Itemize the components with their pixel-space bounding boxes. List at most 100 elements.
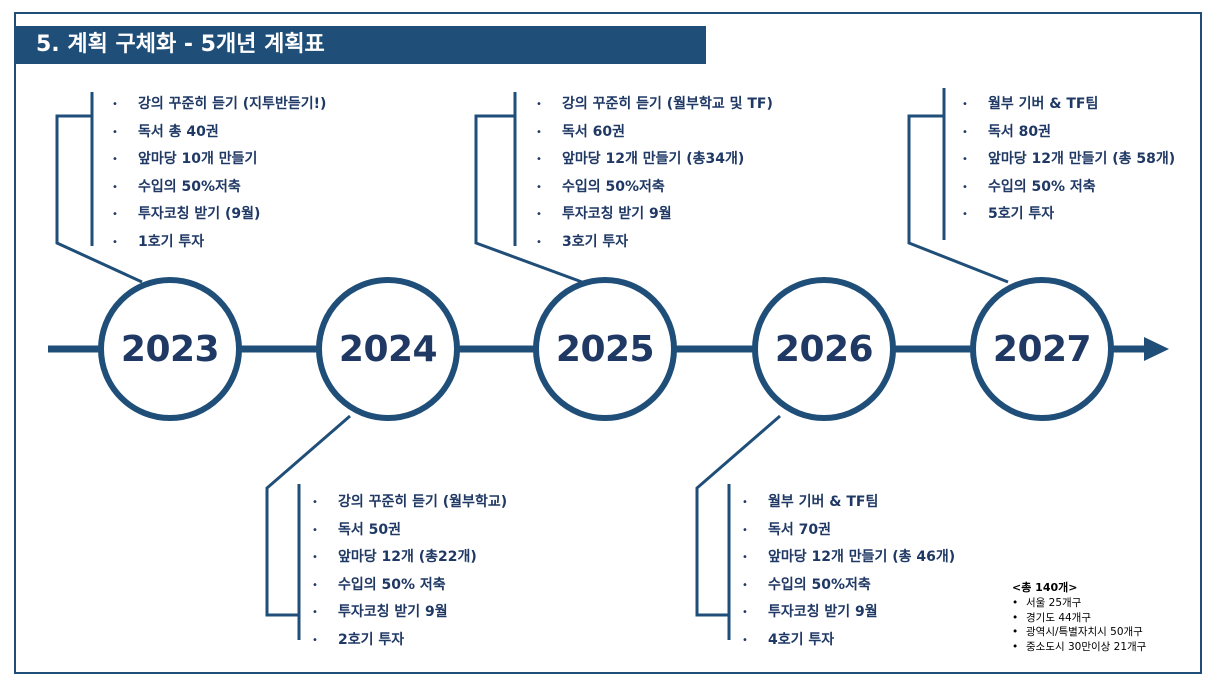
bullet-icon: •	[536, 181, 542, 193]
bullet-icon: •	[312, 579, 318, 591]
list-item: • 수입의 50%저축	[108, 174, 326, 202]
connector-2025	[474, 114, 583, 284]
timeline-arrow-head	[1144, 337, 1169, 361]
list-item-text: 수입의 50% 저축	[988, 178, 1096, 195]
list-item-text: 수입의 50% 저축	[338, 576, 446, 593]
year-label-2026: 2026	[774, 329, 874, 370]
bullet-icon: •	[536, 126, 542, 138]
year-label-2027: 2027	[992, 329, 1092, 370]
plan-list-2025: • 강의 꾸준히 듣기 (월부학교 및 TF) • 독서 60권 • 앞마당 12개 만들…	[532, 91, 773, 257]
bullet-icon: •	[742, 552, 748, 564]
list-item-text: 경기도 44개구	[1026, 611, 1091, 624]
list-item: •중소도시 30만이상 21개구	[1012, 640, 1192, 655]
bullet-icon: •	[962, 154, 968, 166]
list-item-text: 5호기 투자	[988, 206, 1055, 223]
bullet-icon: •	[312, 607, 318, 619]
list-item: • 1호기 투자	[108, 229, 326, 257]
bullet-icon: •	[742, 497, 748, 508]
list-item: •독서 50권	[308, 517, 507, 545]
bullet-icon: •	[536, 209, 542, 221]
list-item: •서울 25개구	[1012, 596, 1192, 611]
bullet-icon: •	[962, 181, 968, 193]
list-item-text: 앞마당 10개 만들기	[138, 151, 258, 168]
year-circle-2024	[316, 277, 460, 421]
list-item-text: 1호기 투자	[138, 233, 205, 250]
bullet-icon: •	[312, 634, 318, 646]
bullet-icon: •	[962, 126, 968, 138]
connector-2024	[265, 414, 351, 617]
title-bar	[16, 26, 706, 64]
plan-list-2027: •월부 기버 & TF팀•독서 80권•앞마당 12개 만들기 (총 58개)•…	[958, 91, 1175, 229]
list-item: • 수입의 50% 저축	[958, 174, 1175, 202]
list-item: • 투자코칭 받기 9월	[738, 599, 955, 627]
list-item-text: 독서 70권	[768, 521, 831, 538]
list-item-text: 월부 기버 & TF팀	[768, 494, 879, 510]
list-item: • 앞마당 12개 만들기 (총34개)	[532, 146, 773, 174]
bullet-icon: •	[112, 209, 118, 221]
bullet-icon: •	[312, 524, 318, 536]
list-item: • 투자코칭 받기 9월	[308, 599, 507, 627]
bullet-icon: •	[112, 181, 118, 193]
list-item-text: 투자코칭 받기 9월	[768, 604, 878, 621]
list-item: • 독서 총 40권	[108, 119, 326, 147]
bullet-icon: •	[962, 99, 968, 110]
connector-2026	[695, 414, 781, 617]
year-circle-2027	[970, 277, 1114, 421]
list-item: • 독서 70권	[738, 517, 955, 545]
list-item-text: 수입의 50%저축	[138, 178, 241, 195]
connector-2023	[55, 114, 143, 284]
year-label-2025: 2025	[555, 329, 655, 370]
bullet-icon: •	[112, 154, 118, 166]
list-item-text: 월부 기버 & TF팀	[988, 96, 1099, 112]
list-item-text: 독서 총 40권	[138, 123, 219, 140]
list-item-text: 독서 80권	[988, 123, 1051, 140]
list-item-text: 앞마당 12개 만들기 (총 58개)	[988, 151, 1176, 168]
bullet-icon: •	[112, 126, 118, 138]
list-item: • 강의 꾸준히 듣기 (월부학교)	[308, 489, 507, 517]
year-circle-2023	[98, 277, 242, 421]
list-item: • 독서 80권	[958, 119, 1175, 147]
summary-list: •서울 25개구•경기도 44개구•광역시/특별자치시 50개구•중소도시 30…	[1012, 596, 1192, 654]
list-item: • 광역시/특별자치시 50개구	[1012, 625, 1192, 640]
list-item-text: 3호기 투자	[562, 233, 629, 250]
summary-header: <총 140개>	[1012, 581, 1078, 594]
list-item: •강의 꾸준히 듣기 (지투반듣기!)	[108, 91, 326, 119]
slide-frame	[14, 12, 1202, 674]
connector-2027	[907, 114, 1009, 284]
list-item: • 독서 60권	[532, 119, 773, 147]
list-item-text: 수입의 50%저축	[562, 178, 665, 195]
list-item-text: 앞마당 12개 (총22개)	[338, 549, 477, 566]
page-title: 5. 계획 구체화 - 5개년 계획표	[36, 32, 325, 57]
bullet-icon: •	[1012, 597, 1019, 609]
list-item: • 월부 기버 & TF팀	[958, 91, 1175, 119]
plan-list-2024: •강의 꾸준히 듣기 (월부학교)•독서 50권•앞마당 12개 (총22개)•…	[308, 489, 507, 655]
bullet-icon: •	[536, 236, 542, 248]
list-item-text: 독서 60권	[562, 123, 625, 140]
list-item-text: 앞마당 12개 만들기 (총34개)	[562, 151, 745, 168]
list-item: • 월부 기버 & TF팀	[738, 489, 955, 517]
list-item-text: 앞마당 12개 만들기 (총 46개)	[768, 549, 956, 566]
bullet-icon: •	[742, 607, 748, 619]
bullet-icon: •	[312, 552, 318, 564]
bullet-icon: •	[1012, 626, 1019, 638]
list-item-text: 강의 꾸준히 듣기 (월부학교 및 TF)	[562, 96, 773, 112]
year-label-2024: 2024	[338, 329, 438, 370]
year-circle-2025	[533, 277, 677, 421]
list-item: •경기도 44개구	[1012, 611, 1192, 626]
list-item-text: 투자코칭 받기 9월	[338, 604, 448, 621]
bullet-icon: •	[536, 154, 542, 166]
list-item-text: 수입의 50%저축	[768, 576, 871, 593]
list-item: • 앞마당 12개 만들기 (총 46개)	[738, 544, 955, 572]
bullet-icon: •	[742, 524, 748, 536]
list-item-text: 광역시/특별자치시 50개구	[1026, 626, 1143, 638]
list-item-text: 중소도시 30만이상 21개구	[1026, 640, 1147, 653]
bullet-icon: •	[112, 236, 118, 248]
list-item-text: 4호기 투자	[768, 631, 835, 648]
plan-list-2026: •월부 기버 & TF팀•독서 70권•앞마당 12개 만들기 (총 46개)•…	[738, 489, 955, 655]
list-item: • 앞마당 12개 만들기 (총 58개)	[958, 146, 1175, 174]
bullet-icon: •	[312, 497, 318, 508]
list-item-text: 강의 꾸준히 듣기 (월부학교)	[338, 494, 508, 510]
list-item: • 수입의 50%저축	[532, 174, 773, 202]
list-item-text: 2호기 투자	[338, 631, 405, 648]
